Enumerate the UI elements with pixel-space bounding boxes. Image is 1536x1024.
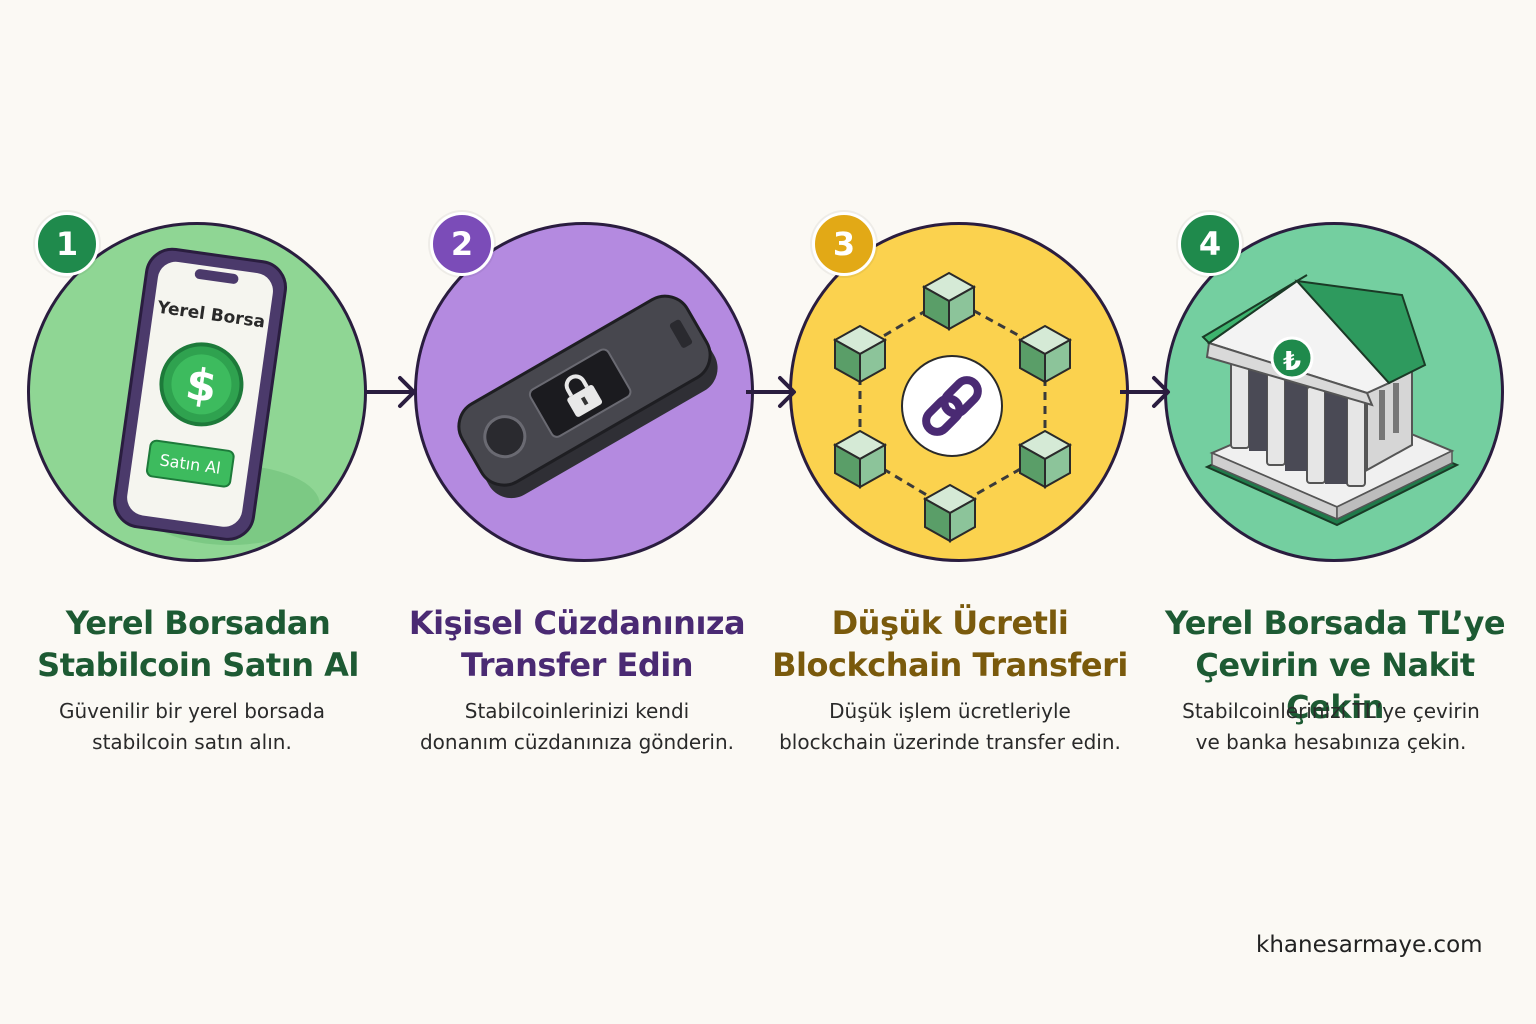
step-4-circle: ₺ <box>1164 222 1504 562</box>
phone-illustration: Yerel Borsa $ Satın Al <box>113 247 320 545</box>
block-node <box>922 483 978 543</box>
step-3-description: Düşük işlem ücretleriyle blockchain üzer… <box>760 696 1140 758</box>
step-3-title-line1: Düşük Ücretli <box>831 604 1069 642</box>
step-4-title: Yerel Borsada TL’ye Çevirin ve Nakit Çek… <box>1145 602 1525 728</box>
arrow-right-icon <box>746 376 796 408</box>
step-2-desc-line2: donanım cüzdanınıza gönderin. <box>419 730 735 754</box>
bank-illustration: ₺ <box>1201 274 1460 527</box>
step-1-desc-line1: Güvenilir bir yerel borsada <box>59 699 325 723</box>
step-1-number: 1 <box>55 225 79 263</box>
step-3-title-line2: Blockchain Transferi <box>772 646 1128 684</box>
step-1-desc-line2: stabilcoin satın alın. <box>92 730 292 754</box>
step-1-description: Güvenilir bir yerel borsada stabilcoin s… <box>2 696 382 758</box>
lira-icon: ₺ <box>1283 347 1301 377</box>
step-3-desc-line1: Düşük işlem ücretleriyle <box>829 699 1071 723</box>
block-node <box>921 271 977 331</box>
step-4-title-line2: Çevirin ve Nakit Çekin <box>1195 646 1475 726</box>
step-4-title-line1: Yerel Borsada TL’ye <box>1164 604 1506 642</box>
step-4-number: 4 <box>1198 225 1222 263</box>
step-3-circle <box>789 222 1129 562</box>
step-2-description: Stabilcoinlerinizi kendi donanım cüzdanı… <box>387 696 767 758</box>
step-2-number: 2 <box>450 225 474 263</box>
step-4-desc-line1: Stabilcoinlerinizi TL’ye çevirin <box>1182 699 1480 723</box>
brand-watermark: khanesarmaye.com <box>1256 932 1483 958</box>
step-3-title: Düşük Ücretli Blockchain Transferi <box>760 602 1140 686</box>
block-node <box>1017 324 1073 384</box>
step-4-description: Stabilcoinlerinizi TL’ye çevirin ve bank… <box>1141 696 1521 758</box>
step-2-title: Kişisel Cüzdanınıza Transfer Edin <box>387 602 767 686</box>
step-3-desc-line2: blockchain üzerinde transfer edin. <box>779 730 1121 754</box>
step-2-title-line2: Transfer Edin <box>460 646 694 684</box>
step-1-title-line1: Yerel Borsadan <box>65 604 331 642</box>
step-3-number: 3 <box>832 225 856 263</box>
step-4-desc-line2: ve banka hesabınıza çekin. <box>1195 730 1467 754</box>
step-1-badge: 1 <box>35 212 99 276</box>
step-3-badge: 3 <box>812 212 876 276</box>
dollar-icon: $ <box>183 359 220 414</box>
blockchain-illustration <box>832 271 1073 543</box>
block-node <box>1017 429 1073 489</box>
lock-icon <box>564 374 603 417</box>
hardware-wallet-illustration <box>457 294 718 499</box>
block-node <box>832 324 888 384</box>
step-2-circle <box>414 222 754 562</box>
step-4-badge: 4 <box>1178 212 1242 276</box>
arrow-right-icon <box>366 376 416 408</box>
step-2-title-line1: Kişisel Cüzdanınıza <box>408 604 746 642</box>
step-1-title-line2: Stabilcoin Satın Al <box>37 646 359 684</box>
step-2-badge: 2 <box>430 212 494 276</box>
wallet-button <box>483 415 527 459</box>
block-node <box>832 429 888 489</box>
step-2-desc-line1: Stabilcoinlerinizi kendi <box>464 699 690 723</box>
buy-button[interactable] <box>145 439 235 488</box>
arrow-right-icon <box>1120 376 1170 408</box>
chain-link-icon <box>922 376 982 436</box>
step-1-title: Yerel Borsadan Stabilcoin Satın Al <box>8 602 388 686</box>
step-1-circle: Yerel Borsa $ Satın Al <box>27 222 367 562</box>
